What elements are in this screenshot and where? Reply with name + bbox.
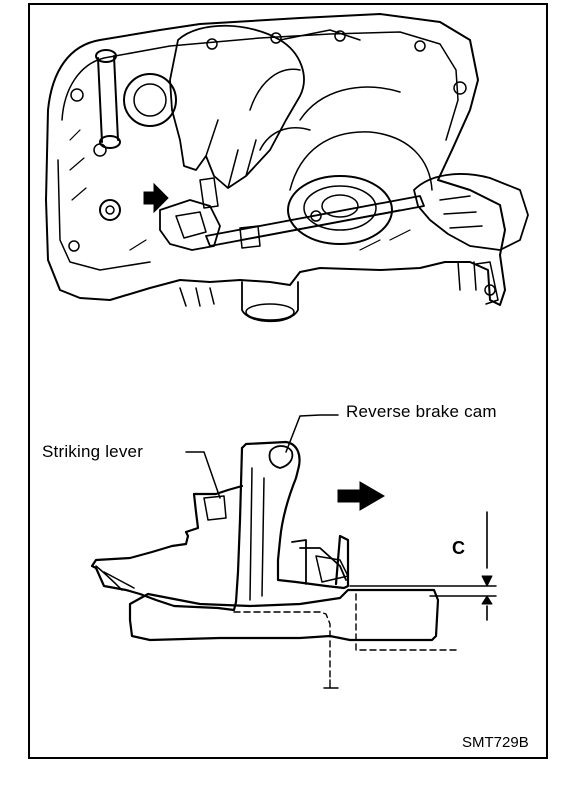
upper-hand [169,24,305,189]
lower-hand [413,173,529,251]
label-clearance-c: C [452,538,465,558]
leader-reverse-brake-cam [285,414,339,453]
case-outline [45,13,506,306]
shift-rod [97,55,119,143]
label-reverse-brake-cam: Reverse brake cam [346,402,497,421]
figure-code: SMT729B [462,734,529,751]
hidden-line [233,611,331,681]
cam-lobe [268,445,294,469]
bearing-housing [287,175,393,245]
clearance-diagram [90,414,497,689]
pointer-arrow-top [143,182,169,214]
reverse-brake-cam [240,440,350,590]
transmission-case-illustration [45,13,529,323]
label-striking-lever: Striking lever [42,442,144,461]
figure-frame [28,3,548,759]
direction-arrow [337,481,385,511]
feeler-gauge [205,195,425,247]
leader-striking-lever [185,451,221,499]
striking-lever-plate [128,588,440,642]
lever-assembly [159,199,221,251]
